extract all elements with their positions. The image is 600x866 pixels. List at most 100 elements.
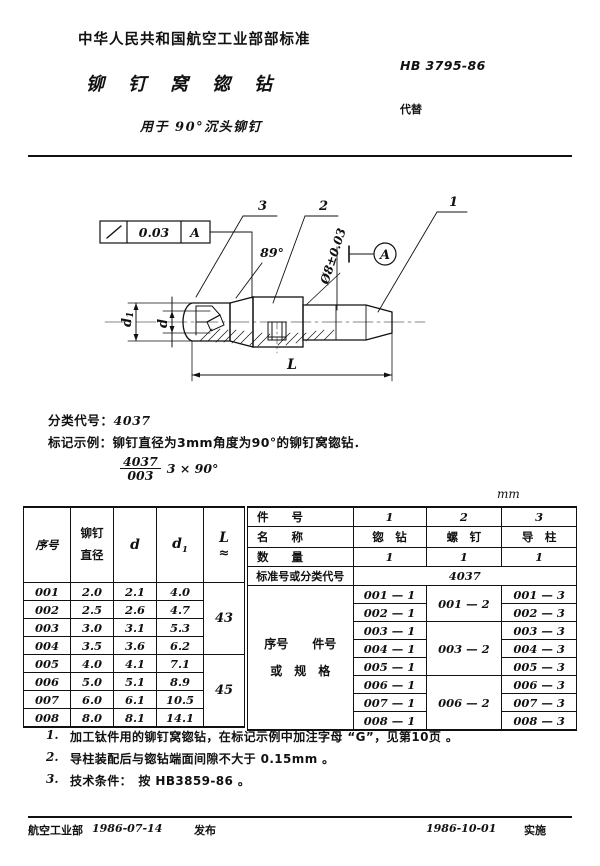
note-number: 3.	[46, 772, 59, 786]
cell-d1: 7.1	[156, 654, 204, 673]
seq-spec-line1: 序号 件号	[264, 637, 337, 652]
cell-d: 2.1	[113, 582, 157, 601]
cell-rivet-dia: 3.5	[70, 636, 114, 655]
note-item: 3. 技术条件： 按 HB3859-86 。	[46, 772, 566, 789]
col-header-d1: d1	[156, 506, 204, 583]
marking-example-suffix: 3 × 90°	[166, 461, 219, 477]
table-row: 006 5.0 5.1 8.9	[23, 672, 245, 691]
dimensions-table: 序号 铆钉 直径 d d1 L ≈ 001 2.0 2.1 4.0	[23, 506, 245, 728]
parts-list-table: 件 号 1 2 3 名 称 锪 钻 螺 钉 导 柱	[247, 506, 578, 731]
part-no-3: 3	[501, 506, 577, 527]
dimension-L: L	[191, 332, 393, 382]
cell-part3-code: 001 — 3	[501, 585, 577, 604]
classification-label: 分类代号：	[48, 413, 114, 428]
cell-rivet-dia: 3.0	[70, 618, 114, 637]
table-row: 004 3.5 3.6 6.2	[23, 636, 245, 655]
row-label-name-text: 名 称	[257, 530, 303, 544]
angle-annotation-89: 89°	[235, 245, 284, 299]
cell-part1-code: 006 — 1	[352, 675, 427, 694]
part-name-1: 锪 钻	[352, 526, 427, 548]
cell-part1-code: 007 — 1	[352, 693, 427, 712]
col-header-L-approx: ≈	[218, 545, 230, 561]
cell-part1-code: 008 — 1	[352, 711, 427, 731]
row-label-quantity: 数 量	[247, 547, 354, 567]
cell-rivet-dia: 2.0	[70, 582, 114, 601]
svg-text:Ø8±0.03: Ø8±0.03	[317, 226, 349, 287]
table-row: 序号 件号 或 规 格 001 — 1 001 — 2 001 — 3	[247, 585, 577, 731]
part-name-2: 螺 钉	[425, 526, 503, 548]
cell-seq: 001	[23, 582, 71, 601]
note-item: 1. 加工钛件用的铆钉窝锪钻，在标记示例中加注字母 “G”，见第10页 。	[46, 728, 566, 745]
standard-code: HB 3795-86	[400, 58, 486, 73]
row-label-part-no: 件 号	[247, 506, 354, 527]
marking-example-fraction: 4037 003	[120, 455, 161, 482]
row-label-seq-spec: 序号 件号 或 规 格	[247, 585, 354, 731]
table-row: 005 4.0 4.1 7.1 45	[23, 654, 245, 728]
part-name-3: 导 柱	[501, 526, 577, 548]
cell-d1: 4.0	[156, 582, 204, 601]
svg-text:0.03: 0.03	[139, 225, 170, 240]
col-header-seq: 序号	[23, 506, 71, 583]
cell-d: 8.1	[113, 708, 157, 728]
marking-text: 铆钉直径为3mm角度为90°的铆钉窝锪钻．	[112, 435, 367, 450]
footer-divider	[28, 816, 572, 818]
footer-org: 航空工业部	[28, 824, 83, 837]
marking-example-denominator: 003	[127, 468, 154, 484]
cell-part1-code: 002 — 1	[352, 603, 427, 622]
svg-text:d: d	[156, 319, 171, 328]
diameter-annotation: Ø8±0.03	[305, 226, 349, 311]
col-header-rivet-diameter: 铆钉 直径	[70, 506, 114, 583]
table-row: 007 6.0 6.1 10.5	[23, 690, 245, 709]
cell-part1-code: 005 — 1	[352, 657, 427, 676]
svg-text:1: 1	[449, 195, 458, 210]
cell-d: 2.6	[113, 600, 157, 619]
parts-header-row-stdno: 标准号或分类代号 4037	[247, 566, 578, 586]
cell-rivet-dia: 2.5	[70, 600, 114, 619]
table-row: 002 2.5 2.6 4.7	[23, 600, 245, 619]
cell-seq: 006	[23, 672, 71, 691]
table-header-row: 序号 铆钉 直径 d d1 L ≈	[23, 506, 245, 583]
cell-d: 3.1	[113, 618, 157, 637]
row-label-quantity-text: 数 量	[257, 550, 303, 564]
cell-d1: 10.5	[156, 690, 204, 709]
cell-d1: 5.3	[156, 618, 204, 637]
cell-part3-code: 006 — 3	[501, 675, 577, 694]
classification-line: 分类代号：4037	[48, 410, 151, 429]
table-row: 008 8.0 8.1 14.1	[23, 708, 245, 728]
technical-drawing: 0.03 A 3 2 1	[0, 185, 600, 400]
dimension-d: d	[156, 296, 211, 348]
col-header-L-symbol: L	[219, 529, 229, 546]
cell-seq: 008	[23, 708, 71, 728]
cell-L-group: 43	[203, 582, 245, 655]
note-text: 技术条件： 按 HB3859-86 。	[70, 774, 251, 788]
cell-part1-code: 003 — 1	[352, 621, 427, 640]
cell-part1-code: 004 — 1	[352, 639, 427, 658]
cell-seq: 002	[23, 600, 71, 619]
cell-L-group: 45	[203, 654, 245, 728]
replaces-label: 代替	[400, 103, 422, 116]
cell-seq: 007	[23, 690, 71, 709]
note-number: 2.	[46, 750, 59, 764]
footer-effective-label: 实施	[524, 824, 546, 837]
row-label-part-no-text: 件 号	[257, 510, 303, 524]
table-row: 001 2.0 2.1 4.0 43	[23, 582, 245, 655]
marking-line: 标记示例：铆钉直径为3mm角度为90°的铆钉窝锪钻．	[48, 432, 367, 451]
cell-part3-code: 008 — 3	[501, 711, 577, 731]
cell-part2-code-group: 003 — 2	[425, 621, 503, 676]
row-label-standard-no: 标准号或分类代号	[247, 566, 354, 586]
table-row: 002 — 1 002 — 3	[248, 603, 577, 622]
marking-label: 标记示例：	[48, 435, 113, 450]
footer-effective-date: 1986-10-01	[426, 822, 497, 835]
cell-rivet-dia: 4.0	[70, 654, 114, 673]
cell-seq: 003	[23, 618, 71, 637]
svg-text:d1: d1	[120, 312, 136, 327]
cell-rivet-dia: 6.0	[70, 690, 114, 709]
cell-seq: 005	[23, 654, 71, 673]
part-outline	[104, 296, 426, 354]
rivet-dia-line1: 铆钉	[80, 526, 104, 541]
footer-issue-label: 发布	[194, 824, 216, 837]
svg-text:A: A	[378, 248, 390, 263]
cell-rivet-dia: 8.0	[70, 708, 114, 728]
cell-d1: 4.7	[156, 600, 204, 619]
standard-org-title: 中华人民共和国航空工业部部标准	[78, 32, 311, 48]
